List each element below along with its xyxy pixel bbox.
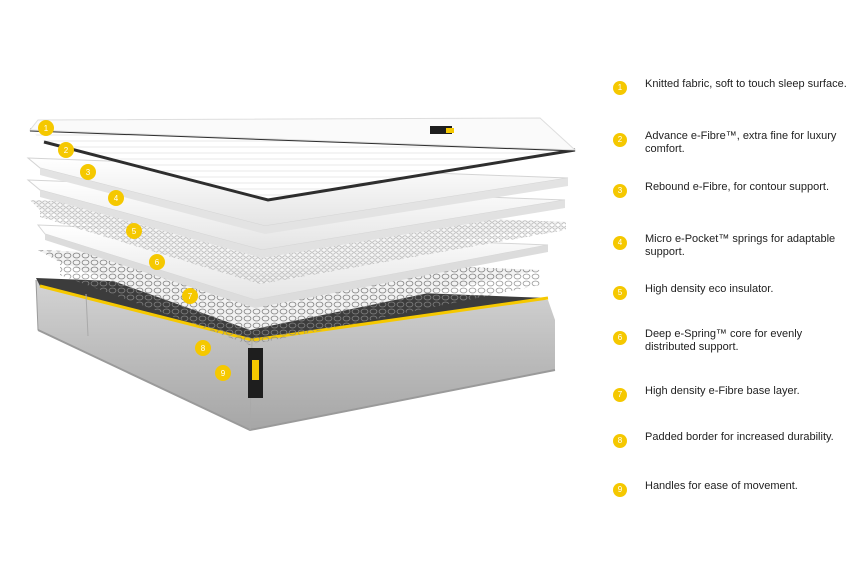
legend-item-2: 2 Advance e-Fibre™, extra fine for luxur… <box>613 130 848 156</box>
legend-item-8: 8 Padded border for increased durability… <box>613 431 848 448</box>
svg-text:2: 2 <box>64 146 69 155</box>
legend-item-4: 4 Micro e-Pocket™ springs for adaptable … <box>613 233 848 259</box>
legend-item-5: 5 High density eco insulator. <box>613 283 848 300</box>
legend-number-badge: 2 <box>613 133 627 147</box>
legend-description: High density eco insulator. <box>645 283 774 295</box>
legend-description: Rebound e-Fibre, for contour support. <box>645 181 830 193</box>
mattress-label-tag <box>248 348 263 398</box>
legend-description: Handles for ease of movement. <box>645 480 798 492</box>
legend-number-badge: 6 <box>613 331 627 345</box>
callout-7: 7 <box>182 288 198 304</box>
svg-text:7: 7 <box>188 292 193 301</box>
svg-text:1: 1 <box>44 124 49 133</box>
legend-number-badge: 5 <box>613 286 627 300</box>
legend-description: High density e-Fibre base layer. <box>645 385 800 397</box>
legend-item-9: 9 Handles for ease of movement. <box>613 480 848 497</box>
legend-description: Padded border for increased durability. <box>645 431 834 443</box>
callout-6: 6 <box>149 254 165 270</box>
legend-description: Knitted fabric, soft to touch sleep surf… <box>645 78 847 90</box>
legend-item-7: 7 High density e-Fibre base layer. <box>613 385 848 402</box>
callout-3: 3 <box>80 164 96 180</box>
legend-number-badge: 3 <box>613 184 627 198</box>
svg-text:6: 6 <box>155 258 160 267</box>
callout-5: 5 <box>126 223 142 239</box>
svg-text:8: 8 <box>201 344 206 353</box>
svg-text:4: 4 <box>114 194 119 203</box>
legend-number-badge: 8 <box>613 434 627 448</box>
callout-1: 1 <box>38 120 54 136</box>
legend-description: Deep e-Spring™ core for evenly distribut… <box>645 328 803 353</box>
callout-9: 9 <box>215 365 231 381</box>
callout-4: 4 <box>108 190 124 206</box>
legend-number-badge: 1 <box>613 81 627 95</box>
legend-number-badge: 7 <box>613 388 627 402</box>
legend-number-badge: 9 <box>613 483 627 497</box>
legend-item-3: 3 Rebound e-Fibre, for contour support. <box>613 181 848 198</box>
top-layer-tag <box>430 126 454 134</box>
legend-description: Micro e-Pocket™ springs for adaptable su… <box>645 233 836 258</box>
legend-item-6: 6 Deep e-Spring™ core for evenly distrib… <box>613 328 848 354</box>
callout-8: 8 <box>195 340 211 356</box>
svg-text:9: 9 <box>221 369 226 378</box>
legend-item-1: 1 Knitted fabric, soft to touch sleep su… <box>613 78 848 95</box>
callout-2: 2 <box>58 142 74 158</box>
svg-text:5: 5 <box>132 227 137 236</box>
legend-description: Advance e-Fibre™, extra fine for luxury … <box>645 130 837 155</box>
svg-text:3: 3 <box>86 168 91 177</box>
legend-number-badge: 4 <box>613 236 627 250</box>
